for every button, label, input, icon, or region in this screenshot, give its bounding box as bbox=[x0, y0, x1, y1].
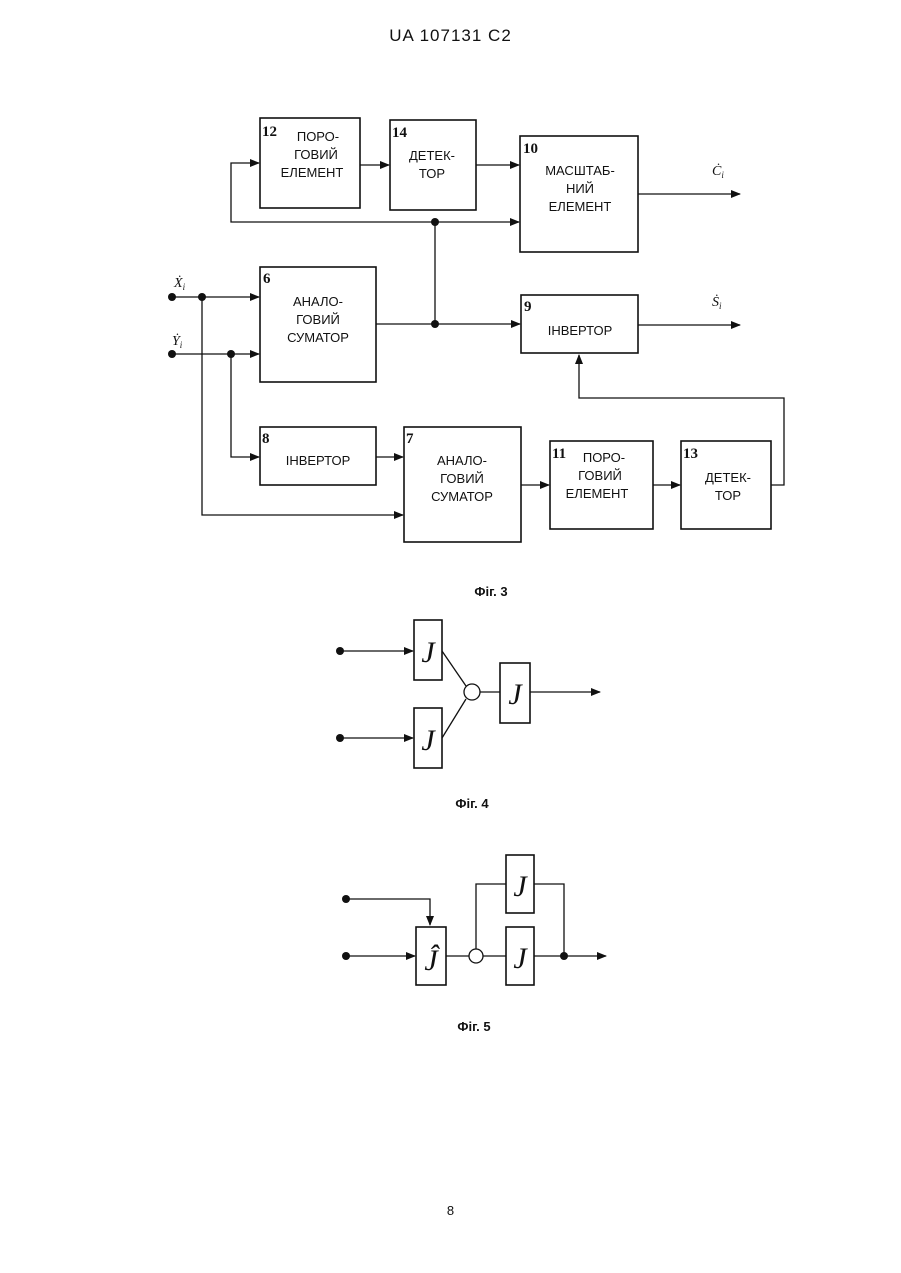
fig5-caption: Фіг. 5 bbox=[457, 1019, 490, 1034]
fig3-block-13-detector: 13 ДЕТЕК- ТОР bbox=[681, 441, 771, 529]
block-10-number: 10 bbox=[523, 141, 538, 157]
block-9-number: 9 bbox=[524, 299, 532, 315]
block-7-line-3: СУМАТОР bbox=[431, 489, 493, 504]
block-10-line-1: МАСШТАБ- bbox=[545, 163, 615, 178]
fig5-block-bottom-symbol: J bbox=[513, 942, 528, 975]
block-12-line-2: ГОВИЙ bbox=[294, 147, 338, 162]
block-13-line-1: ДЕТЕК- bbox=[705, 470, 751, 485]
fig3-block-6-analog-adder: 6 АНАЛО- ГОВИЙ СУМАТОР bbox=[260, 267, 376, 382]
fig3-output-c: Ċi bbox=[712, 162, 724, 180]
block-8-label: ІНВЕРТОР bbox=[286, 453, 351, 468]
fig3-diagram: 12 ПОРО- ГОВИЙ ЕЛЕМЕНТ 14 ДЕТЕК- ТОР 10 … bbox=[168, 118, 784, 599]
fig3-block-10-scaling-element: 10 МАСШТАБ- НИЙ ЕЛЕМЕНТ bbox=[520, 136, 638, 252]
block-11-line-1: ПОРО- bbox=[583, 450, 625, 465]
fig3-caption: Фіг. 3 bbox=[474, 584, 507, 599]
block-11-line-2: ГОВИЙ bbox=[578, 468, 622, 483]
block-6-line-2: ГОВИЙ bbox=[296, 312, 340, 327]
fig5-diagram: Ĵ J J Фіг. 5 bbox=[342, 855, 606, 1034]
block-12-line-1: ПОРО- bbox=[297, 129, 339, 144]
fig4-caption: Фіг. 4 bbox=[455, 796, 489, 811]
block-6-line-1: АНАЛО- bbox=[293, 294, 343, 309]
block-12-number: 12 bbox=[262, 124, 277, 140]
block-6-number: 6 bbox=[263, 271, 271, 287]
block-13-line-2: ТОР bbox=[715, 488, 741, 503]
block-11-line-3: ЕЛЕМЕНТ bbox=[566, 486, 629, 501]
block-8-number: 8 bbox=[262, 431, 270, 447]
block-14-line-2: ТОР bbox=[419, 166, 445, 181]
fig3-output-s: Ṡi bbox=[712, 293, 722, 311]
fig3-block-7-analog-adder: 7 АНАЛО- ГОВИЙ СУМАТОР bbox=[404, 427, 521, 542]
block-14-line-1: ДЕТЕК- bbox=[409, 148, 455, 163]
block-7-line-2: ГОВИЙ bbox=[440, 471, 484, 486]
fig3-block-14-detector: 14 ДЕТЕК- ТОР bbox=[390, 120, 476, 210]
fig3-block-12-threshold-element: 12 ПОРО- ГОВИЙ ЕЛЕМЕНТ bbox=[260, 118, 360, 208]
fig4-block-2-symbol: J bbox=[421, 724, 436, 757]
block-9-label: ІНВЕРТОР bbox=[548, 323, 613, 338]
page-number: 8 bbox=[0, 1203, 901, 1218]
fig4-block-3-symbol: J bbox=[508, 678, 523, 711]
block-12-line-3: ЕЛЕМЕНТ bbox=[281, 165, 344, 180]
fig4-diagram: J J J Фіг. 4 bbox=[336, 620, 600, 811]
block-7-line-1: АНАЛО- bbox=[437, 453, 487, 468]
block-10-line-2: НИЙ bbox=[566, 181, 594, 196]
fig4-junction-node bbox=[464, 684, 480, 700]
block-6-line-3: СУМАТОР bbox=[287, 330, 349, 345]
block-13-number: 13 bbox=[683, 446, 698, 462]
fig3-block-11-threshold-element: 11 ПОРО- ГОВИЙ ЕЛЕМЕНТ bbox=[550, 441, 653, 529]
fig3-block-9-inverter: 9 ІНВЕРТОР bbox=[521, 295, 638, 353]
fig3-block-8-inverter: 8 ІНВЕРТОР bbox=[260, 427, 376, 485]
block-14-number: 14 bbox=[392, 125, 408, 141]
svg-text:Ẋi: Ẋi bbox=[173, 275, 186, 292]
block-10-line-3: ЕЛЕМЕНТ bbox=[549, 199, 612, 214]
block-7-number: 7 bbox=[406, 431, 414, 447]
fig5-block-top-symbol: J bbox=[513, 870, 528, 903]
svg-text:Ẏi: Ẏi bbox=[172, 333, 183, 350]
fig4-block-1-symbol: J bbox=[421, 636, 436, 669]
block-11-number: 11 bbox=[552, 446, 566, 462]
fig5-junction-node bbox=[469, 949, 483, 963]
